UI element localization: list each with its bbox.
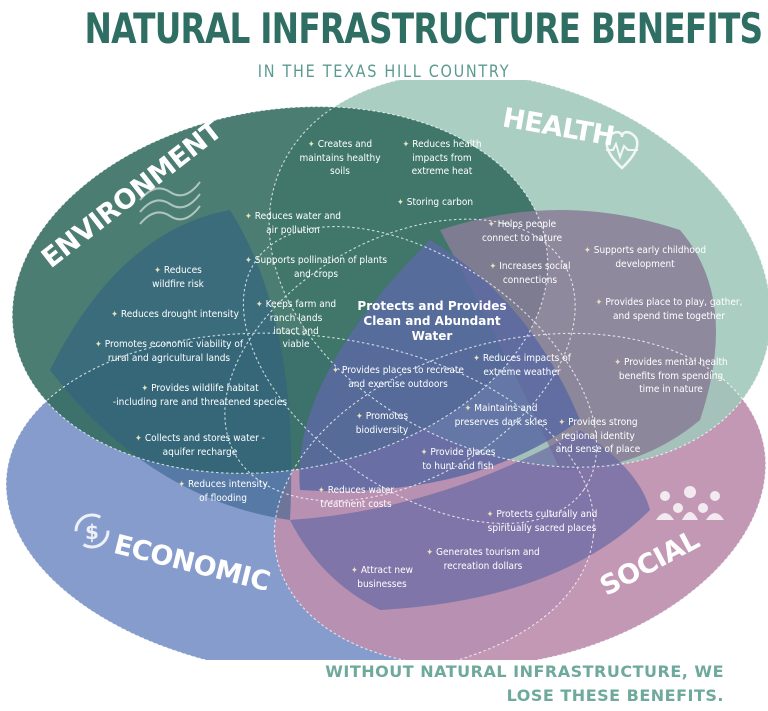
- bullet-icon: ✦: [154, 266, 161, 276]
- bullet-icon: ✦: [111, 310, 118, 320]
- benefit-env-health-3: ✦Storing carbon: [380, 196, 490, 210]
- benefit-all-1: ✦Provides places to recreate and exercis…: [328, 364, 468, 391]
- benefit-env-econ-4: ✦Provides wildlife habitat -including ra…: [100, 382, 300, 409]
- bullet-icon: ✦: [402, 140, 410, 150]
- benefit-health-social-3: ✦Provides mental health benefits from sp…: [606, 356, 736, 396]
- benefit-text: Provides places to recreate and exercise…: [341, 365, 464, 390]
- bullet-icon: ✦: [420, 448, 428, 458]
- bullet-icon: ✦: [595, 298, 603, 308]
- benefit-text: Provides place to play, gather, and spen…: [605, 297, 743, 322]
- benefit-text: Creates and maintains healthy soils: [299, 139, 381, 177]
- dash-inner-2: [224, 218, 576, 502]
- bullet-icon: ✦: [489, 262, 497, 272]
- heart-pulse-icon: [605, 130, 639, 170]
- benefit-all-4: ✦Maintains and preserves dark skies: [446, 402, 556, 429]
- benefit-text: Reduces drought intensity: [120, 309, 239, 320]
- benefit-text: Collects and stores water - aquifer rech…: [144, 433, 265, 458]
- benefit-health-social-2: ✦Provides place to play, gather, and spe…: [594, 296, 744, 323]
- benefit-text: Reduces intensity of flooding: [188, 479, 268, 504]
- bullet-icon: ✦: [614, 358, 622, 368]
- benefit-text: Generates tourism and recreation dollars: [436, 547, 540, 572]
- benefit-text: Reduces health impacts from extreme heat: [411, 139, 482, 177]
- bullet-icon: ✦: [558, 418, 566, 428]
- bullet-icon: ✦: [317, 486, 325, 496]
- bullet-icon: ✦: [487, 220, 495, 230]
- benefit-env-econ-5: ✦Collects and stores water - aquifer rec…: [120, 432, 280, 459]
- bullet-icon: ✦: [245, 212, 252, 222]
- bullet-icon: ✦: [473, 354, 480, 364]
- overlap-env-econ: [50, 210, 292, 520]
- benefit-env-health-2: ✦Reduces health impacts from extreme hea…: [392, 138, 492, 178]
- bullet-icon: ✦: [583, 246, 591, 256]
- benefit-social-health-econ-1: ✦Provides strong regional identity and s…: [548, 416, 648, 456]
- benefit-health-social-env-2: ✦Increases social connections: [480, 260, 580, 287]
- bullet-icon: ✦: [355, 412, 363, 422]
- benefit-all-3: ✦Promotes biodiversity: [332, 410, 432, 437]
- benefit-env-health-econ-2: ✦Supports pollination of plants and crop…: [236, 254, 396, 281]
- benefit-text: Helps people connect to nature: [481, 219, 563, 244]
- benefit-text: Attract new businesses: [357, 565, 413, 590]
- benefit-health-social-1: ✦Supports early childhood development: [580, 244, 710, 271]
- benefit-text: Supports pollination of plants and crops: [254, 255, 388, 280]
- bullet-icon: ✦: [332, 366, 339, 376]
- bullet-icon: ✦: [426, 548, 434, 558]
- bullet-icon: ✦: [464, 404, 472, 414]
- dash-social: [273, 332, 767, 660]
- benefit-text: Provide places to hunt and fish: [422, 447, 496, 472]
- dash-health: [268, 80, 768, 468]
- bullet-icon: ✦: [486, 510, 494, 520]
- page-subtitle: IN THE TEXAS HILL COUNTRY: [257, 62, 511, 82]
- benefit-text: Storing carbon: [406, 197, 474, 208]
- bullet-icon: ✦: [307, 140, 315, 150]
- benefit-health-social-env-1: ✦Helps people connect to nature: [472, 218, 572, 245]
- center-title: Protects and Provides Clean and Abundant…: [357, 299, 507, 343]
- benefit-env-health-econ-1: ✦Reduces water and air pollution: [228, 210, 358, 237]
- benefit-env-econ-3: ✦Promotes economic viability of rural an…: [84, 338, 254, 365]
- benefit-text: Keeps farm and ranch lands intact and vi…: [265, 299, 337, 350]
- wind-waves-icon: [139, 181, 201, 225]
- overlap-health-social: [440, 210, 716, 470]
- benefit-env-econ-1: ✦Reduces wildfire risk: [138, 264, 218, 291]
- overlap-econ-social: [290, 430, 650, 610]
- bullet-icon: ✦: [178, 480, 185, 490]
- benefit-text: Maintains and preserves dark skies: [454, 403, 548, 428]
- bullet-icon: ✦: [141, 384, 149, 394]
- svg-text:$: $: [85, 520, 99, 544]
- benefit-env-econ-2: ✦Reduces drought intensity: [100, 308, 250, 322]
- dollar-cycle-icon: $: [74, 513, 110, 549]
- benefit-econ-social-1: ✦Protects culturally and spiritually sac…: [472, 508, 612, 535]
- bullet-icon: ✦: [351, 566, 358, 576]
- dash-inner-1: [242, 226, 598, 524]
- benefit-econ-env-social-1: ✦Reduces water treatment costs: [306, 484, 406, 511]
- benefit-text: Reduces impacts of extreme weather: [482, 353, 571, 378]
- bullet-icon: ✦: [396, 198, 404, 208]
- benefit-text: Provides strong regional identity and se…: [555, 417, 641, 455]
- page-title: NATURAL INFRASTRUCTURE BENEFITS: [84, 4, 763, 53]
- benefit-text: Reduces water and air pollution: [254, 211, 341, 236]
- benefit-text: Reduces water treatment costs: [320, 485, 395, 510]
- benefit-text: Reduces wildfire risk: [152, 265, 204, 290]
- benefit-text: Provides mental health benefits from spe…: [618, 357, 728, 395]
- benefit-env-health-1: ✦Creates and maintains healthy soils: [290, 138, 390, 178]
- footer-text: WITHOUT NATURAL INFRASTRUCTURE, WE LOSE …: [325, 662, 724, 705]
- bullet-icon: ✦: [94, 340, 102, 350]
- benefit-text: Increases social connections: [499, 261, 571, 286]
- benefit-econ-social-3: ✦Attract new businesses: [332, 564, 432, 591]
- people-group-icon: [656, 486, 724, 520]
- benefit-all-5: ✦Provide places to hunt and fish: [408, 446, 508, 473]
- benefit-text: Protects culturally and spiritually sacr…: [487, 509, 598, 534]
- benefit-text: Provides wildlife habitat -including rar…: [112, 383, 288, 408]
- bullet-icon: ✦: [255, 300, 263, 310]
- benefit-env-econ-6: ✦Reduces intensity of flooding: [168, 478, 278, 505]
- bullet-icon: ✦: [244, 256, 252, 266]
- benefit-all-2: ✦Reduces impacts of extreme weather: [462, 352, 582, 379]
- benefit-econ-social-2: ✦Generates tourism and recreation dollar…: [418, 546, 548, 573]
- bullet-icon: ✦: [135, 434, 142, 444]
- benefit-text: Promotes economic viability of rural and…: [104, 339, 244, 364]
- benefit-text: Supports early childhood development: [593, 245, 707, 270]
- dash-economic: [5, 332, 595, 660]
- benefit-text: Promotes biodiversity: [355, 411, 409, 436]
- benefit-env-health-econ-3: ✦Keeps farm and ranch lands intact and v…: [246, 298, 346, 351]
